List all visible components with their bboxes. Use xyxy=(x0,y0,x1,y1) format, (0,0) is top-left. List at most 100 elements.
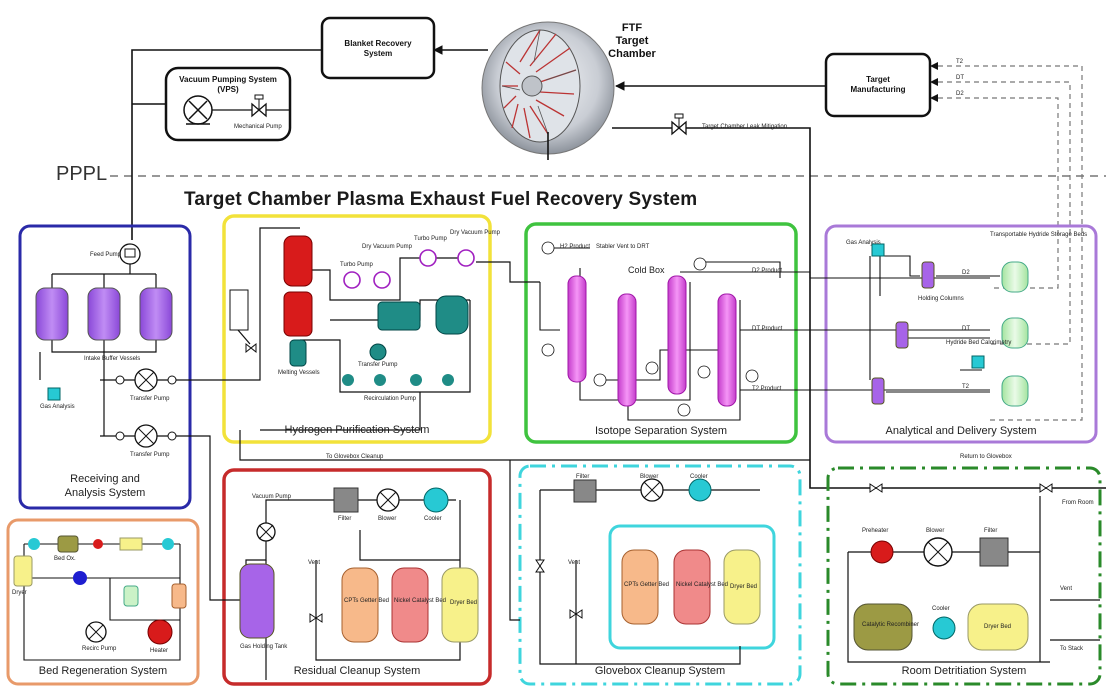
bed-olive-icon[interactable] xyxy=(57,535,79,553)
isotope-column-4[interactable] xyxy=(717,293,737,407)
residual-blower-label: Blower xyxy=(378,516,397,522)
transfer-pump-2-label: Transfer Pump xyxy=(130,452,170,458)
h2-product-label: H2 Product xyxy=(560,244,591,250)
gas-holding-tank-icon[interactable] xyxy=(239,563,275,639)
glovebox-cleanup-box[interactable] xyxy=(518,464,802,686)
glovebox-blower-label: Blower xyxy=(640,474,659,480)
analytical-delivery-box[interactable] xyxy=(824,224,1098,444)
residual-system-title: Residual Cleanup System xyxy=(293,665,421,677)
to-stack-label: To Stack xyxy=(1060,646,1084,652)
bed-green-icon[interactable] xyxy=(123,585,139,607)
holding-column-2[interactable] xyxy=(895,321,909,349)
dry-vacuum-1-icon[interactable] xyxy=(373,271,391,289)
feed-label-t2: T2 xyxy=(956,59,964,65)
bed-yellow-icon[interactable] xyxy=(119,537,143,551)
holding-column-1[interactable] xyxy=(921,261,935,289)
room-dryer-bed-icon[interactable] xyxy=(967,603,1029,651)
residual-vent-label: Vent xyxy=(308,560,321,566)
room-inlet-valves[interactable] xyxy=(869,483,1053,493)
vps-pump-icon[interactable] xyxy=(183,95,213,125)
red-vessel-lower[interactable] xyxy=(283,291,313,337)
catalytic-recombiner-icon[interactable] xyxy=(853,603,913,651)
glovebox-nickel-bed-icon[interactable] xyxy=(673,549,711,625)
nickel-catalyst-bed-icon[interactable] xyxy=(435,295,469,335)
bed-regeneration-box[interactable] xyxy=(6,518,200,686)
room-cooler-icon[interactable] xyxy=(932,616,956,640)
transfer-pump-1-icon[interactable] xyxy=(115,368,177,392)
glovebox-valve-icon[interactable] xyxy=(569,609,583,619)
room-filter-label: Filter xyxy=(984,528,998,534)
melting-vessel-icon[interactable] xyxy=(289,339,307,367)
turbo-pump-2-label: Turbo Pump xyxy=(414,236,447,242)
residual-nickel-bed-icon[interactable] xyxy=(391,567,429,643)
room-preheater-icon[interactable] xyxy=(870,540,894,564)
ftf-label-2: Target xyxy=(615,35,649,47)
residual-vacuum-pump-icon[interactable] xyxy=(256,522,276,542)
blanket-to-receiving-line xyxy=(131,49,322,240)
residual-blower-icon[interactable] xyxy=(376,488,400,512)
blanket-recovery-box[interactable] xyxy=(320,16,436,80)
storage-tank-d2[interactable] xyxy=(1001,261,1029,293)
hydrogen-purification-box[interactable] xyxy=(222,214,492,444)
glovebox-blower-icon[interactable] xyxy=(640,478,664,502)
analytical-t2-label: T2 xyxy=(962,384,970,390)
hydrogen-valve-icon[interactable] xyxy=(245,342,257,354)
glovebox-side-valve-icon[interactable] xyxy=(535,559,545,573)
target-manufacturing-box[interactable] xyxy=(824,52,932,118)
hydrogen-teal-reactor[interactable] xyxy=(377,301,421,331)
residual-dryer-label: Dryer Bed xyxy=(450,600,478,606)
bed-dryer-icon[interactable] xyxy=(13,555,33,587)
holding-column-3[interactable] xyxy=(871,377,885,405)
feed-pump-icon[interactable] xyxy=(119,243,141,265)
vps-title: Vacuum Pumping System xyxy=(179,75,277,84)
receiving-gas-analysis-icon[interactable] xyxy=(47,387,61,401)
glovebox-cooler-icon[interactable] xyxy=(688,478,712,502)
residual-nickel-label: Nickel Catalyst Bed xyxy=(394,598,447,604)
transfer-pump-2-icon[interactable] xyxy=(115,424,177,448)
bed-heater-icon[interactable] xyxy=(147,619,173,645)
bed-orange-icon[interactable] xyxy=(171,583,187,609)
from-room-label: From Room xyxy=(1062,500,1094,506)
leak-mitigation-valve-icon[interactable] xyxy=(671,113,687,136)
receiving-system-box[interactable] xyxy=(18,224,192,510)
feed-label-d2: D2 xyxy=(956,91,964,97)
vps-valve-icon[interactable] xyxy=(251,94,267,118)
hydrogen-filter-icon[interactable] xyxy=(229,289,249,331)
intake-buffer-vessels[interactable] xyxy=(35,287,173,341)
residual-getter-bed-icon[interactable] xyxy=(341,567,379,643)
glovebox-filter-icon[interactable] xyxy=(573,479,597,503)
room-blower-icon[interactable] xyxy=(923,537,953,567)
glovebox-getter-bed-icon[interactable] xyxy=(621,549,659,625)
residual-cleanup-box[interactable] xyxy=(222,468,492,686)
residual-vent-valve-icon[interactable] xyxy=(309,613,323,623)
target-chamber-icon[interactable] xyxy=(481,21,615,155)
residual-filter-icon[interactable] xyxy=(333,487,359,513)
storage-beds-label: Transportable Hydride Storage Beds xyxy=(990,232,1088,238)
dry-vacuum-2-icon[interactable] xyxy=(457,249,475,267)
bed-recirc-pump-icon[interactable] xyxy=(85,621,107,643)
glovebox-dryer-bed-icon[interactable] xyxy=(723,549,761,625)
isotope-column-2[interactable] xyxy=(617,293,637,407)
hydrogen-transfer-pump-icon[interactable] xyxy=(369,343,387,361)
calorimetry-icon[interactable] xyxy=(971,355,985,369)
room-filter-icon[interactable] xyxy=(979,537,1009,567)
residual-cooler-label: Cooler xyxy=(424,516,442,522)
residual-dryer-bed-icon[interactable] xyxy=(441,567,479,643)
analytical-system-title: Analytical and Delivery System xyxy=(885,425,1037,437)
residual-cooler-icon[interactable] xyxy=(423,487,449,513)
storage-tank-dt[interactable] xyxy=(1001,317,1029,349)
recirculation-pumps-icon[interactable] xyxy=(342,374,454,386)
room-detritiation-box[interactable] xyxy=(826,466,1102,686)
storage-tank-t2[interactable] xyxy=(1001,375,1029,407)
turbo-pump-2-icon[interactable] xyxy=(419,249,437,267)
turbo-pump-1-icon[interactable] xyxy=(343,271,361,289)
isotope-column-1[interactable] xyxy=(567,275,587,383)
isotope-column-3[interactable] xyxy=(667,275,687,395)
isotope-separation-box[interactable] xyxy=(524,222,798,444)
room-blower-label: Blower xyxy=(926,528,945,534)
bed-red-small-icon xyxy=(93,539,103,549)
red-vessel-upper[interactable] xyxy=(283,235,313,287)
analytical-gas-analysis-icon[interactable] xyxy=(871,243,885,257)
room-system-title: Room Detritiation System xyxy=(901,665,1027,677)
stack-vent-label: Stabler Vent to DRT xyxy=(596,244,650,250)
